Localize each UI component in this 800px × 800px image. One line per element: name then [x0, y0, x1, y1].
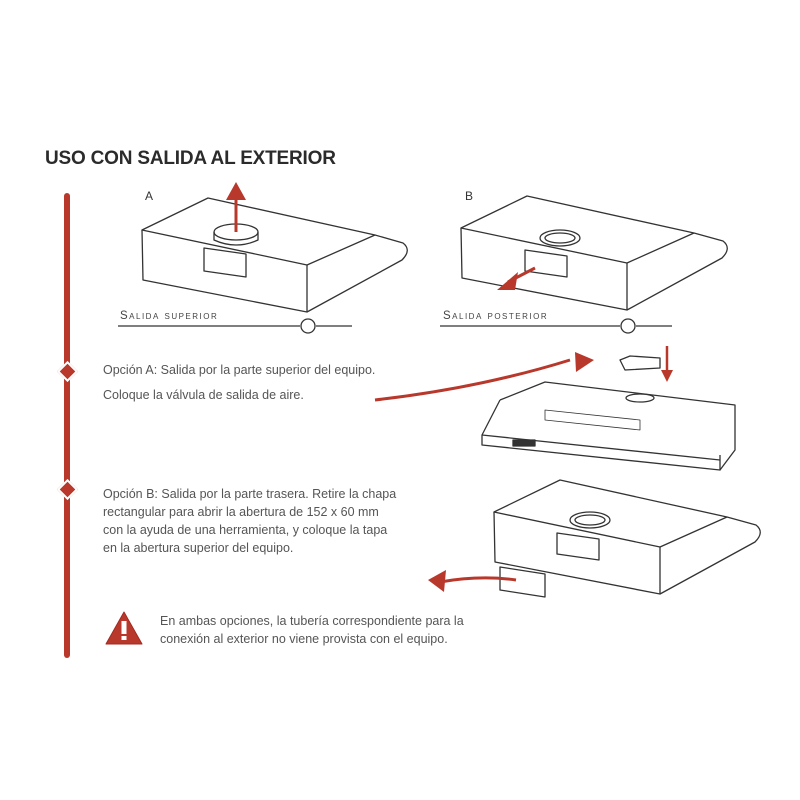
option-a-text: Opción A: Salida por la parte superior d… [103, 360, 375, 405]
option-b-line: rectangular para abrir la abertura de 15… [103, 505, 379, 519]
option-a-line: Opción A: Salida por la parte superior d… [103, 363, 376, 377]
diagram-a-caption: Salida superior [120, 310, 219, 322]
timeline-bar [64, 193, 70, 658]
removed-plate [499, 566, 546, 598]
warning-triangle-icon [105, 611, 143, 645]
diagram-a-letter: A [145, 189, 154, 203]
option-b-line: en la abertura superior del equipo. [103, 541, 294, 555]
diagram-b-letter: B [465, 189, 474, 203]
page-title: USO CON SALIDA AL EXTERIOR [45, 148, 336, 169]
option-a-line: Coloque la válvula de salida de aire. [103, 388, 304, 402]
hood-open-illustration [481, 355, 736, 471]
warning-line: conexión al exterior no viene provista c… [160, 632, 448, 646]
warning-line: En ambas opciones, la tubería correspond… [160, 614, 464, 628]
option-b-text: Opción B: Salida por la parte trasera. R… [103, 485, 396, 557]
hood-bottom-illustration [493, 479, 761, 598]
option-b-line: Opción B: Salida por la parte trasera. R… [103, 487, 397, 501]
hood-a-illustration [141, 197, 408, 313]
option-b-line: con la ayuda de una herramienta, y coloq… [103, 523, 388, 537]
diagram-b-caption: Salida posterior [443, 310, 549, 322]
hood-b-illustration [460, 195, 728, 311]
warning-text: En ambas opciones, la tubería correspond… [160, 612, 464, 648]
